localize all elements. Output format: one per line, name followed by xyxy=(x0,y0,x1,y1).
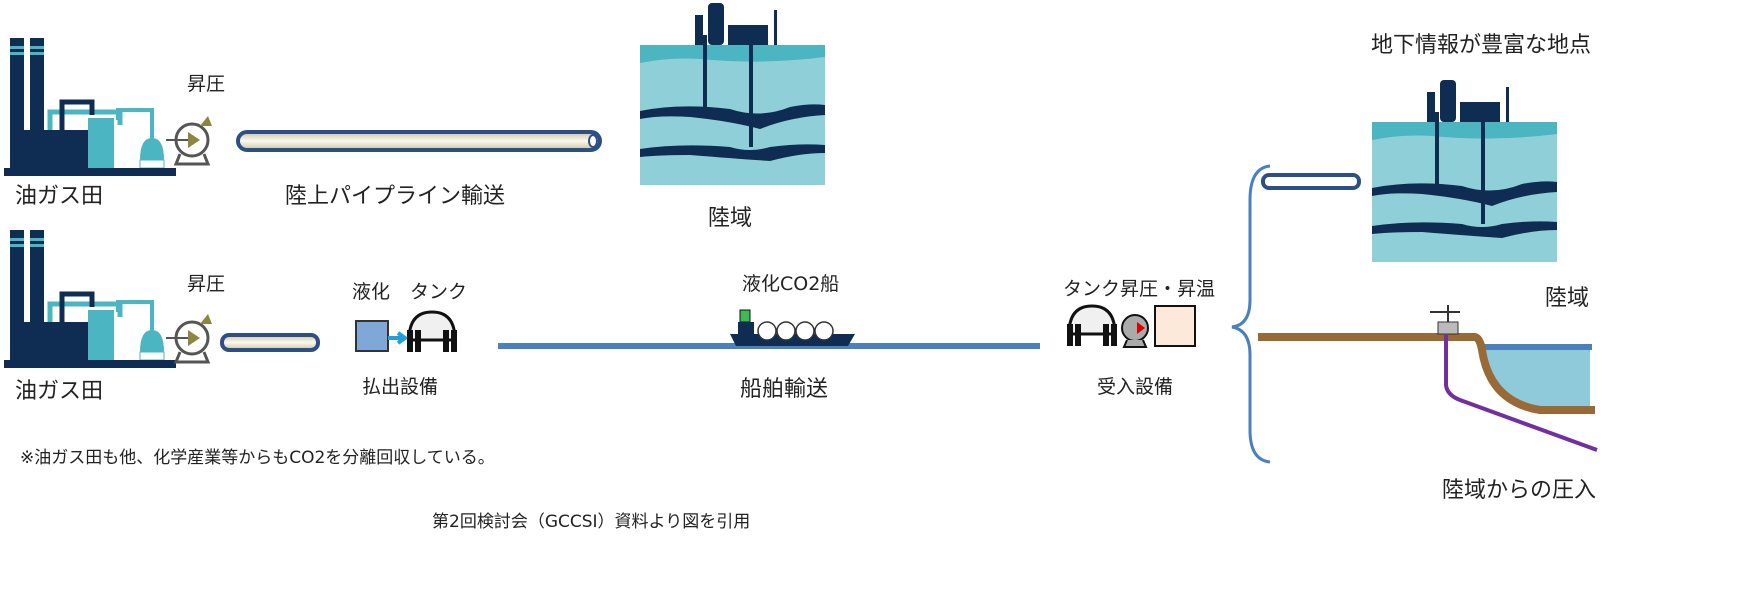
tank-icon-1 xyxy=(405,310,459,354)
pump-label-2: 昇圧 xyxy=(187,273,225,295)
pump-label-1: 昇圧 xyxy=(187,73,225,95)
shipping-facility-label: 払出設備 xyxy=(362,376,438,398)
note: ※油ガス田も他、化学産業等からもCO2を分離回収している。 xyxy=(20,448,495,468)
onshore-storage-well-icon-2 xyxy=(1372,80,1557,262)
liquefaction-unit-icon xyxy=(355,320,389,352)
title: 地下情報が豊富な地点 xyxy=(1371,33,1591,58)
short-pipeline xyxy=(220,333,320,352)
compressor-icon-2 xyxy=(164,312,214,364)
source-citation: 第2回検討会（GCCSI）資料より図を引用 xyxy=(432,512,750,532)
ship-transport-label: 船舶輸送 xyxy=(740,377,828,402)
liquefy-label: 液化 xyxy=(352,281,390,303)
compressor-icon-1 xyxy=(164,114,214,166)
oil-gas-field-label-2: 油ガス田 xyxy=(15,379,103,404)
ship-label: 液化CO2船 xyxy=(742,273,839,295)
onshore-storage-well-icon-1 xyxy=(640,3,825,185)
tank-icon-2 xyxy=(1065,304,1119,348)
oil-gas-field-label-1: 油ガス田 xyxy=(15,184,103,209)
boost-heat-label: 昇圧・昇温 xyxy=(1120,278,1215,300)
oil-gas-field-icon-2 xyxy=(4,230,176,368)
onshore-pipeline xyxy=(236,130,602,152)
tank-label-2: タンク xyxy=(1063,278,1120,300)
onshore-label-2: 陸域 xyxy=(1545,286,1589,311)
co2-ship-icon xyxy=(730,309,855,346)
onshore-injection-icon xyxy=(1258,305,1598,452)
onshore-label-1: 陸域 xyxy=(708,206,752,231)
injection-label: 陸域からの圧入 xyxy=(1442,478,1596,503)
booster-pump-icon xyxy=(1121,314,1149,348)
pipeline-transport-label: 陸上パイプライン輸送 xyxy=(285,184,505,209)
heater-icon xyxy=(1154,305,1196,347)
arrow-icon xyxy=(388,331,409,345)
tank-label-1: タンク xyxy=(410,281,467,303)
brace xyxy=(1231,164,1271,464)
receiving-facility-label: 受入設備 xyxy=(1097,376,1173,398)
onshore-pipeline-short xyxy=(1261,173,1361,190)
oil-gas-field-icon-1 xyxy=(4,38,176,176)
